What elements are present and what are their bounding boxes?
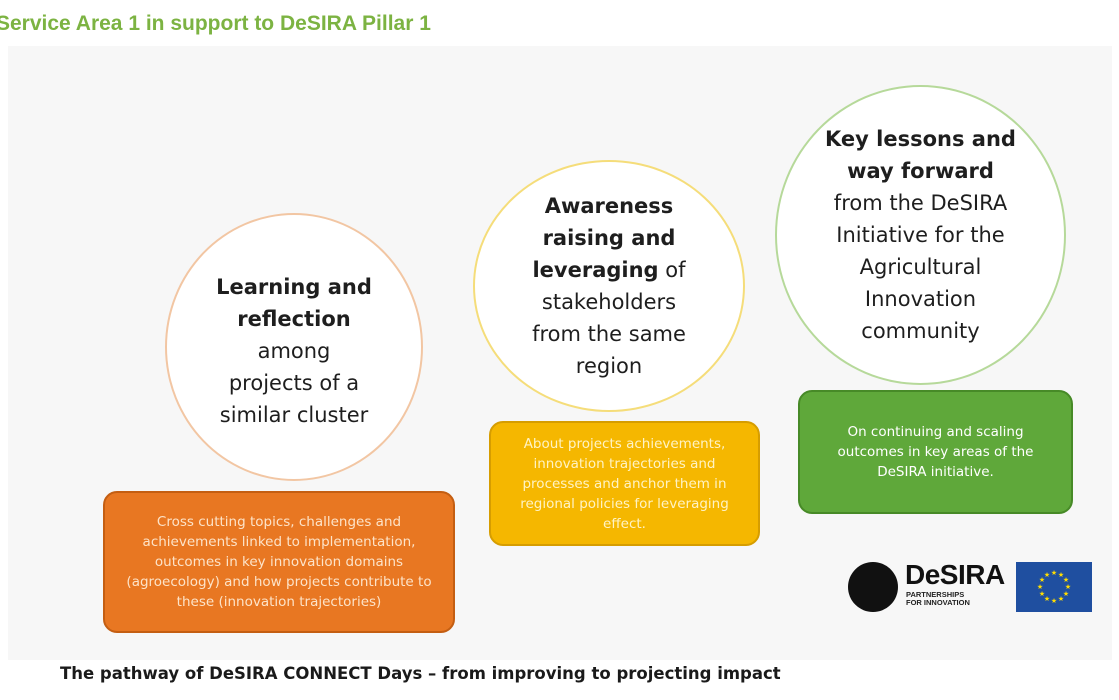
circle-line: Key lessons and xyxy=(825,127,1016,151)
box-cross-cutting-topics: Cross cutting topics, challenges and ach… xyxy=(103,491,455,633)
logo-tagline-line: PARTNERSHIPS xyxy=(906,590,965,599)
svg-text:★: ★ xyxy=(1058,595,1064,603)
circle-line: reflection xyxy=(237,307,351,331)
circle-line: way forward xyxy=(847,159,994,183)
svg-text:★: ★ xyxy=(1037,583,1043,591)
circle-line: from the same xyxy=(532,322,686,346)
svg-text:★: ★ xyxy=(1065,583,1071,591)
eu-flag-icon: ★ ★ ★ ★ ★ ★ ★ ★ ★ ★ ★ ★ xyxy=(1016,562,1092,612)
circle-line: Innovation xyxy=(864,287,977,311)
diagram-caption: The pathway of DeSIRA CONNECT Days – fro… xyxy=(60,664,781,683)
page-heading: Service Area 1 in support to DeSIRA Pill… xyxy=(0,12,431,35)
eu-stars-icon: ★ ★ ★ ★ ★ ★ ★ ★ ★ ★ ★ ★ xyxy=(1037,569,1071,605)
circle-key-lessons: Key lessons and way forward from the DeS… xyxy=(775,85,1066,385)
svg-text:★: ★ xyxy=(1044,595,1050,603)
svg-text:★: ★ xyxy=(1063,576,1069,584)
box-project-achievements: About projects achievements, innovation … xyxy=(489,421,760,546)
circle-line: similar cluster xyxy=(219,403,369,427)
circle-line: projects of a xyxy=(228,371,360,395)
svg-text:★: ★ xyxy=(1044,571,1050,579)
circle-line: raising and xyxy=(542,226,676,250)
svg-text:★: ★ xyxy=(1039,590,1045,598)
svg-text:★: ★ xyxy=(1063,590,1069,598)
circle-line-rest: of xyxy=(658,258,686,282)
circle-line: among xyxy=(257,339,331,363)
box-continuing-scaling: On continuing and scaling outcomes in ke… xyxy=(798,390,1073,514)
logo-tagline: PARTNERSHIPS FOR INNOVATION xyxy=(906,591,1006,607)
logo-name: DeSIRA xyxy=(905,559,1005,590)
svg-text:★: ★ xyxy=(1051,597,1057,605)
circle-line: leveraging of xyxy=(532,254,685,286)
circle-line: from the DeSIRA xyxy=(833,191,1008,215)
svg-text:★: ★ xyxy=(1051,569,1057,577)
circle-line: stakeholders xyxy=(541,290,677,314)
circle-line-bold: leveraging xyxy=(532,258,659,282)
svg-text:★: ★ xyxy=(1039,576,1045,584)
circle-awareness-leveraging: Awareness raising and leveraging of stak… xyxy=(473,160,745,412)
circle-line: Learning and xyxy=(216,275,372,299)
svg-text:★: ★ xyxy=(1058,571,1064,579)
desira-logo: DeSIRA PARTNERSHIPS FOR INNOVATION xyxy=(848,560,1018,612)
circle-line: community xyxy=(861,319,980,343)
logo-tagline-line: FOR INNOVATION xyxy=(906,598,970,607)
logo-dot-icon xyxy=(848,562,898,612)
circle-line: Awareness xyxy=(544,194,674,218)
circle-line: region xyxy=(575,354,643,378)
circle-line: Agricultural xyxy=(859,255,982,279)
circle-learning-reflection: Learning and reflection among projects o… xyxy=(165,213,423,481)
circle-line: Initiative for the xyxy=(836,223,1005,247)
